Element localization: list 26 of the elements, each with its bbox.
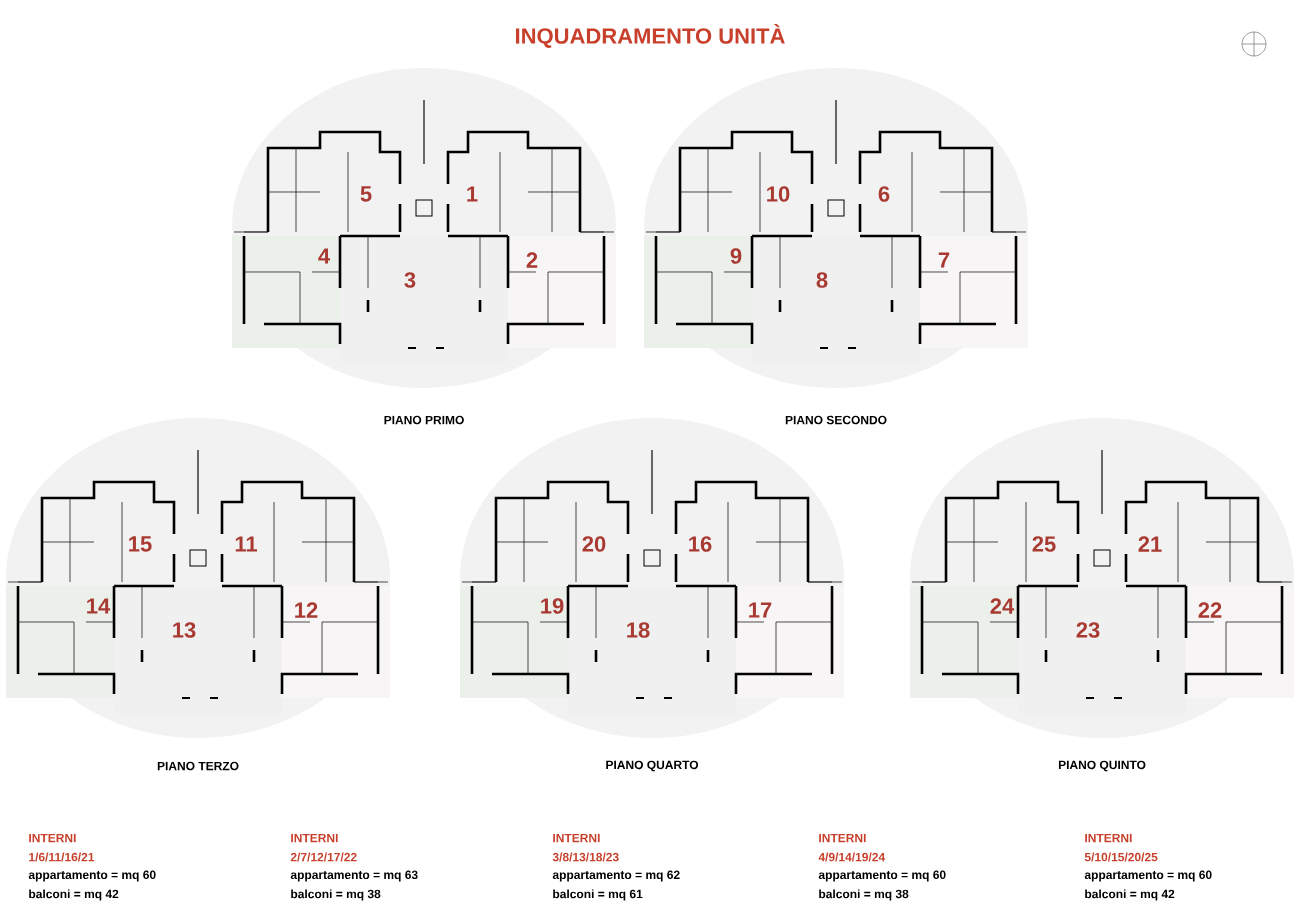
unit-number: 14: [87, 598, 111, 614]
unit-number: 13: [173, 622, 196, 638]
unit-number: 2: [526, 252, 538, 268]
unit-number: 23: [1076, 622, 1100, 638]
unit-number: 12: [295, 602, 318, 618]
unit-number: 25: [1032, 536, 1056, 552]
unit-number: 22: [1198, 602, 1222, 618]
unit-number: 24: [990, 598, 1015, 614]
unit-number: 10: [767, 186, 790, 202]
title: INQUADRAMENTO UNITÀ: [516, 24, 785, 48]
unit-number: 6: [878, 186, 890, 202]
unit-number: 16: [689, 536, 712, 552]
unit-number: 7: [938, 252, 950, 268]
unit-number: 17: [749, 602, 772, 618]
unit-number: 5: [360, 186, 372, 202]
unit-number: 11: [235, 536, 257, 552]
unit-number: 8: [816, 272, 828, 288]
unit-number: 20: [582, 536, 606, 552]
unit-number: 19: [541, 598, 564, 614]
unit-number: 3: [404, 272, 416, 288]
unit-number: 9: [730, 248, 742, 264]
unit-number: 1: [467, 186, 478, 202]
unit-number: 21: [1138, 536, 1162, 552]
unit-number: 18: [627, 622, 650, 638]
unit-number: 4: [318, 248, 330, 264]
unit-number: 15: [129, 536, 152, 552]
